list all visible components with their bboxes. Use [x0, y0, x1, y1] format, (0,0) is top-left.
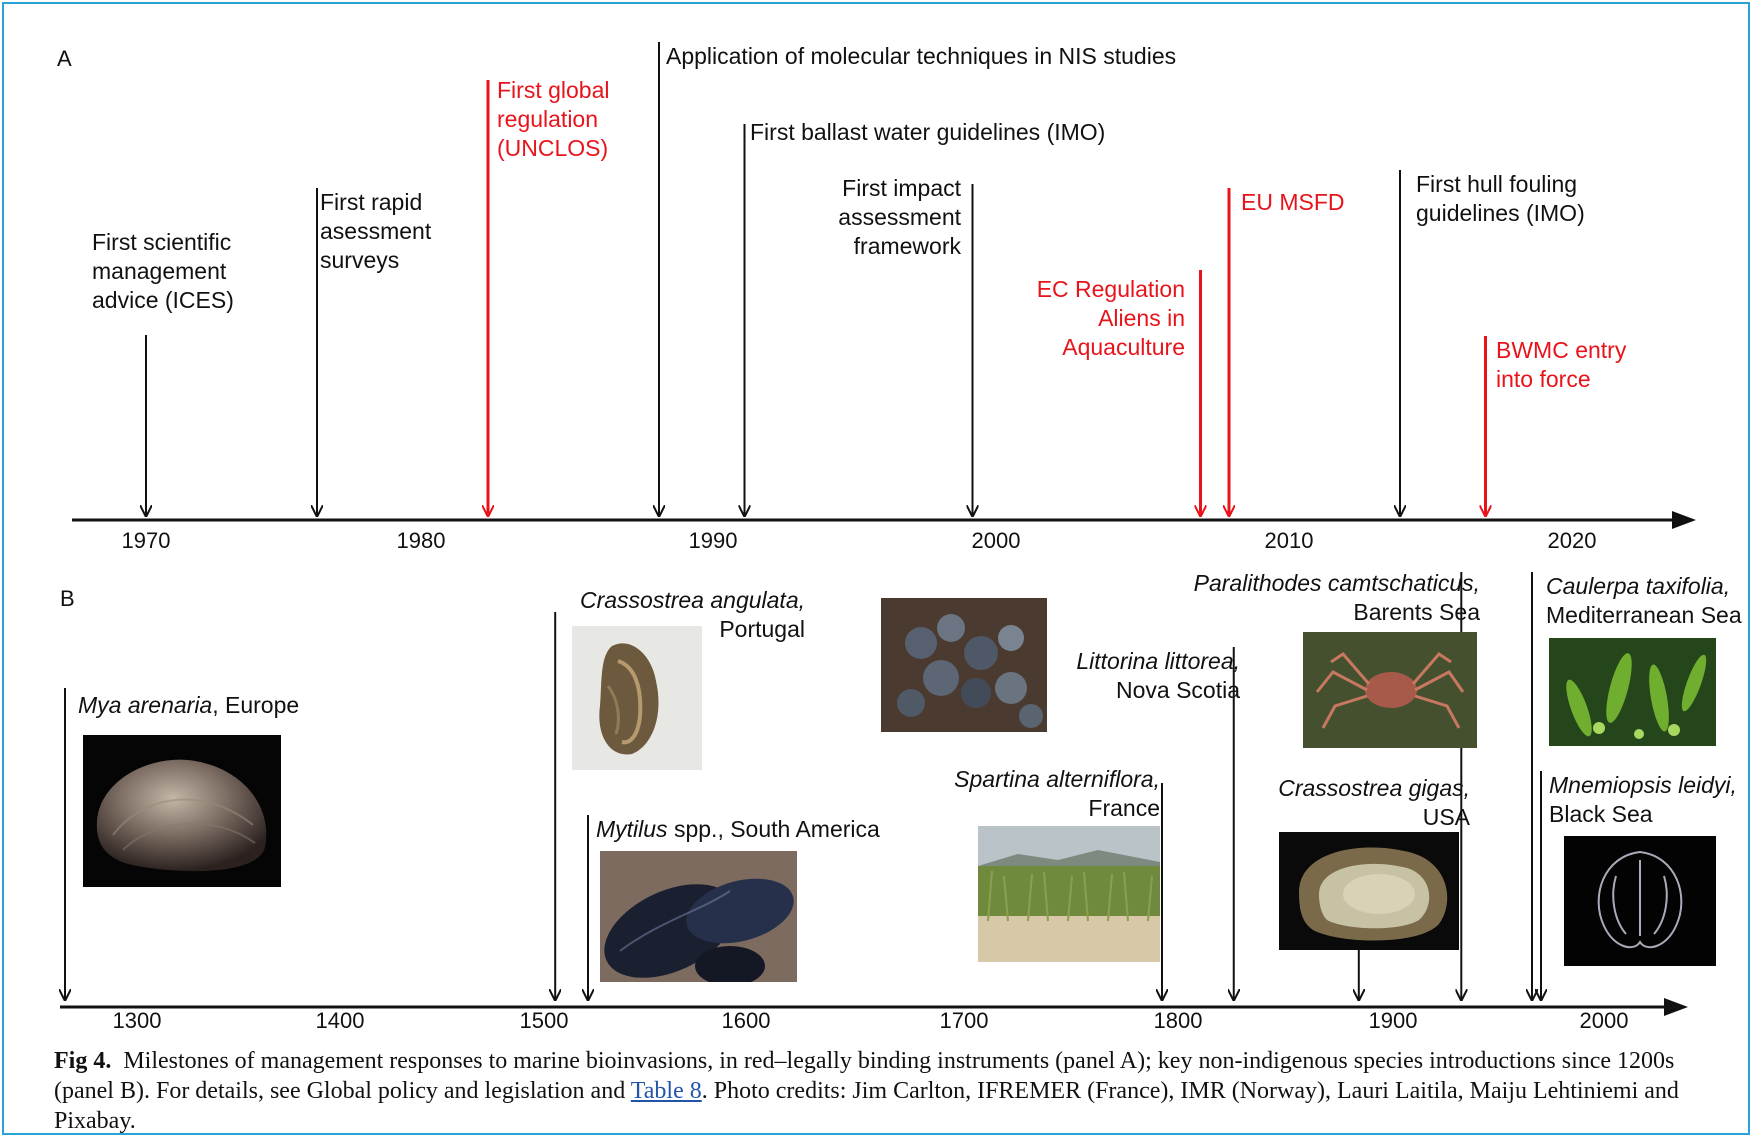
- caption-text: Milestones of management responses to ma…: [54, 1048, 1675, 1104]
- panel-b-letter: B: [60, 586, 75, 611]
- species-mytilus-label: Mytilus spp., South America: [596, 816, 880, 842]
- figure-caption: Fig 4. Milestones of management response…: [54, 1046, 1734, 1136]
- event-unclos-label: First global regulation (UNCLOS): [497, 76, 609, 163]
- caption-text-after: . Photo credits: Jim Carlton, IFREMER (F…: [54, 1078, 1679, 1134]
- table-8-link[interactable]: Table 8: [630, 1078, 702, 1104]
- photo-mytilus: [600, 851, 797, 982]
- event-rapid-surveys-label: First rapid asessment surveys: [320, 188, 431, 275]
- tick-2020: 2020: [1548, 528, 1597, 553]
- event-molecular-label: Application of molecular techniques in N…: [666, 42, 1176, 71]
- event-ec-line-3: Aquaculture: [1062, 334, 1185, 360]
- event-unclos-line-2: regulation: [497, 106, 599, 132]
- panel-a-tick-labels: 1970 1980 1990 2000 2010 2020: [122, 528, 1597, 553]
- species-angulata-name: Crassostrea angulata,: [579, 587, 805, 613]
- species-mytilus-region: South America: [730, 816, 880, 842]
- axis-a-arrowhead: [1672, 511, 1696, 529]
- tick-1980: 1980: [397, 528, 446, 553]
- photo-mya-arenaria: [83, 735, 281, 887]
- tick-1970: 1970: [122, 528, 171, 553]
- event-ices-line-1: First scientific: [92, 229, 232, 255]
- species-angulata-label: Crassostrea angulata, Portugal: [555, 586, 805, 644]
- species-spartina-label: Spartina alterniflora, France: [900, 765, 1160, 823]
- axis-b-arrowhead: [1664, 998, 1688, 1016]
- event-rapid-line-3: surveys: [320, 247, 400, 273]
- event-hull-line-2: guidelines (IMO): [1416, 200, 1585, 226]
- species-paralithodes-label: Paralithodes camtschaticus, Barents Sea: [1160, 569, 1480, 627]
- tick-1700: 1700: [940, 1008, 989, 1033]
- event-ices-line-3: advice (ICES): [92, 287, 234, 313]
- event-bwmc-line-2: into force: [1496, 366, 1591, 392]
- panel-a-letter: A: [57, 46, 72, 71]
- event-bwmc-line-1: BWMC entry: [1496, 337, 1627, 363]
- species-littorina-label: Littorina littorea, Nova Scotia: [1020, 647, 1240, 705]
- photo-mnemiopsis: [1564, 836, 1716, 966]
- species-mytilus-name: Mytilus: [596, 816, 668, 842]
- tick-1990: 1990: [689, 528, 738, 553]
- panel-b-tick-labels: 1300 1400 1500 1600 1700 1800 1900 2000: [113, 1008, 1629, 1033]
- species-mnemiopsis-region: Black Sea: [1549, 801, 1653, 827]
- species-spartina-region: France: [1088, 795, 1160, 821]
- species-spartina-name: Spartina alterniflora,: [954, 766, 1160, 792]
- species-gigas-region: USA: [1422, 804, 1470, 830]
- event-hull-fouling-label: First hull fouling guidelines (IMO): [1416, 170, 1585, 228]
- event-molecular-line-1: Application of molecular techniques in N…: [666, 43, 1177, 69]
- panel-a-arrows: [146, 42, 1486, 516]
- species-gigas-name: Crassostrea gigas,: [1278, 775, 1470, 801]
- event-unclos-line-3: (UNCLOS): [497, 135, 609, 161]
- tick-1400: 1400: [316, 1008, 365, 1033]
- photo-paralithodes: [1303, 632, 1477, 748]
- photo-spartina: [978, 826, 1160, 962]
- event-hull-line-1: First hull fouling: [1416, 171, 1578, 197]
- event-ballast-line-1: First ballast water guidelines (IMO): [750, 119, 1106, 145]
- event-impact-line-1: First impact: [842, 175, 961, 201]
- event-msfd-line-1: EU MSFD: [1241, 189, 1345, 215]
- tick-1800: 1800: [1154, 1008, 1203, 1033]
- species-mya-region: Europe: [225, 692, 300, 718]
- caption-label: Fig 4.: [54, 1048, 112, 1074]
- event-impact-label: First impact assessment framework: [800, 174, 961, 261]
- tick-1900: 1900: [1369, 1008, 1418, 1033]
- species-paralithodes-region: Barents Sea: [1353, 599, 1480, 625]
- tick-1600: 1600: [722, 1008, 771, 1033]
- species-mytilus-suffix: spp.: [673, 816, 718, 842]
- event-ec-line-1: EC Regulation: [1036, 276, 1185, 302]
- tick-1500: 1500: [520, 1008, 569, 1033]
- species-caulerpa-label: Caulerpa taxifolia, Mediterranean Sea: [1546, 572, 1742, 630]
- species-paralithodes-name: Paralithodes camtschaticus,: [1193, 570, 1480, 596]
- tick-1300: 1300: [113, 1008, 162, 1033]
- event-eu-msfd-label: EU MSFD: [1241, 188, 1345, 217]
- photo-crassostrea-gigas: [1279, 832, 1459, 950]
- species-mya-name: Mya arenaria: [78, 692, 213, 718]
- species-mnemiopsis-name: Mnemiopsis leidyi,: [1549, 772, 1737, 798]
- species-mnemiopsis-label: Mnemiopsis leidyi, Black Sea: [1549, 771, 1737, 829]
- tick-2010: 2010: [1265, 528, 1314, 553]
- event-ices-label: First scientific management advice (ICES…: [92, 228, 234, 315]
- event-bwmc-label: BWMC entry into force: [1496, 336, 1626, 394]
- species-angulata-region: Portugal: [719, 616, 805, 642]
- event-ballast-label: First ballast water guidelines (IMO): [750, 118, 1105, 147]
- tick-2000: 2000: [972, 528, 1021, 553]
- photo-crassostrea-angulata: [572, 626, 702, 770]
- photo-littorina: [881, 598, 1047, 732]
- event-ec-line-2: Aliens in: [1098, 305, 1185, 331]
- event-impact-line-2: assessment: [838, 204, 961, 230]
- event-ec-regulation-label: EC Regulation Aliens in Aquaculture: [1010, 275, 1185, 362]
- event-rapid-line-1: First rapid: [320, 189, 423, 215]
- species-caulerpa-name: Caulerpa taxifolia,: [1546, 573, 1731, 599]
- event-rapid-line-2: asessment: [320, 218, 432, 244]
- photo-caulerpa: [1549, 638, 1716, 746]
- species-caulerpa-region: Mediterranean Sea: [1546, 602, 1742, 628]
- event-unclos-line-1: First global: [497, 77, 610, 103]
- species-littorina-region: Nova Scotia: [1115, 677, 1240, 703]
- event-ices-line-2: management: [92, 258, 227, 284]
- event-impact-line-3: framework: [853, 233, 961, 259]
- species-gigas-label: Crassostrea gigas, USA: [1230, 774, 1470, 832]
- species-mya-label: Mya arenaria, Europe: [78, 692, 300, 718]
- tick-2000: 2000: [1580, 1008, 1629, 1033]
- species-littorina-name: Littorina littorea,: [1076, 648, 1240, 674]
